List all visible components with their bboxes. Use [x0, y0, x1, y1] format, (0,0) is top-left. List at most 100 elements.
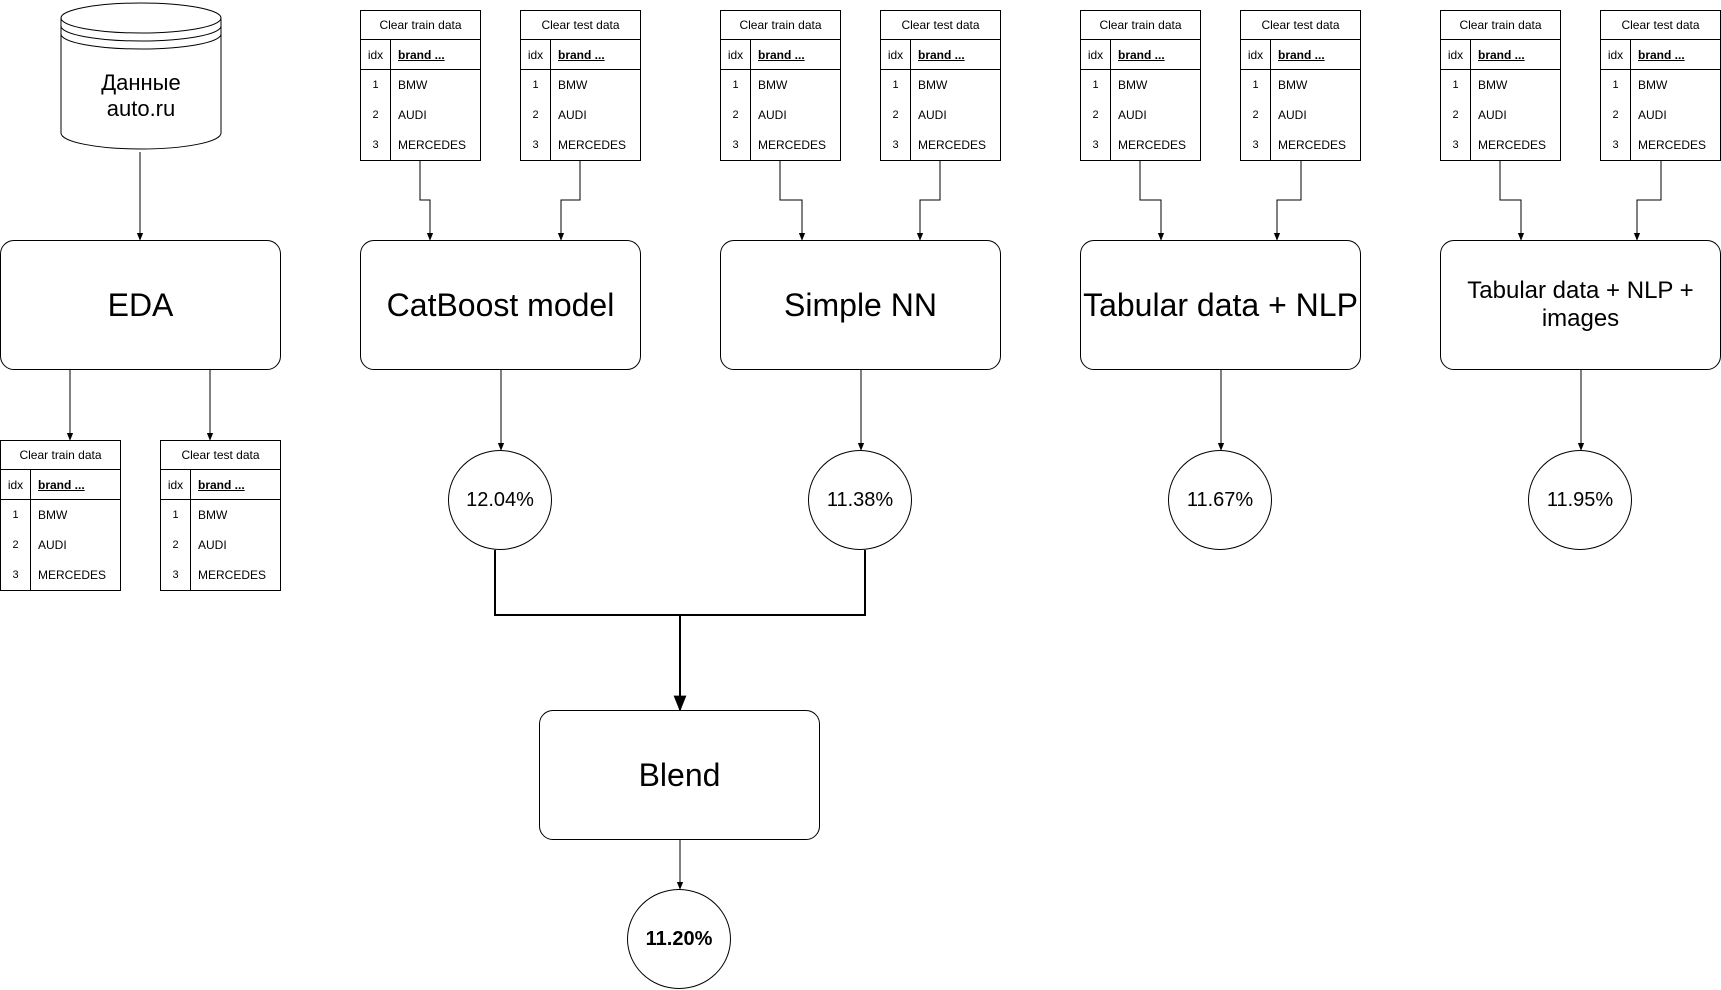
arrow-train-to-tabnlpimg	[1499, 160, 1525, 241]
table-cell-idx: 2	[892, 109, 899, 121]
idx-column: 1 2 3	[1241, 70, 1271, 160]
table-cell-brand: MERCEDES	[558, 138, 627, 152]
nn-train-table: Clear train data idx brand ... 1 2 3 BMW…	[720, 10, 841, 161]
table-body: 1 2 3 BMW AUDI MERCEDES	[521, 70, 640, 160]
table-cell-idx: 3	[372, 139, 379, 151]
table-cell-brand: AUDI	[558, 108, 587, 122]
catboost-test-table: Clear test data idx brand ... 1 2 3 BMW …	[520, 10, 641, 161]
table-cell-brand: BMW	[918, 78, 948, 92]
tabnlpimg-test-table: Clear test data idx brand ... 1 2 3 BMW …	[1600, 10, 1721, 161]
table-cell-brand: BMW	[1638, 78, 1668, 92]
table-title: Clear test data	[521, 11, 640, 40]
idx-column: 1 2 3	[361, 70, 391, 160]
arrow-test-to-tabnlp	[1273, 160, 1302, 241]
table-cell-brand: AUDI	[198, 538, 227, 552]
nn-test-table: Clear test data idx brand ... 1 2 3 BMW …	[880, 10, 1001, 161]
header-idx: idx	[721, 40, 751, 69]
table-cell-brand: BMW	[398, 78, 428, 92]
table-cell-brand: BMW	[758, 78, 788, 92]
table-cell-idx: 2	[372, 109, 379, 121]
header-brand: brand ...	[398, 47, 445, 62]
datasource-label-line2: auto.ru	[106, 96, 176, 122]
table-title: Clear train data	[721, 11, 840, 40]
catboost-model-box[interactable]: CatBoost model	[360, 240, 641, 370]
header-idx: idx	[1441, 40, 1471, 69]
eda-box[interactable]: EDA	[0, 240, 281, 370]
table-cell-idx: 3	[172, 569, 179, 581]
datasource-database: Данные auto.ru	[0, 0, 282, 152]
brand-column: BMW AUDI MERCEDES	[551, 70, 640, 160]
table-cell-idx: 1	[372, 79, 379, 91]
table-cell-idx: 2	[1252, 109, 1259, 121]
table-cell-idx: 3	[12, 569, 19, 581]
tabular-nlp-images-box[interactable]: Tabular data + NLP + images	[1440, 240, 1721, 370]
tabnlp-train-table: Clear train data idx brand ... 1 2 3 BMW…	[1080, 10, 1201, 161]
arrow-test-to-tabnlpimg	[1633, 160, 1662, 241]
table-cell-brand: MERCEDES	[1118, 138, 1187, 152]
table-cell-idx: 1	[1252, 79, 1259, 91]
table-cell-idx: 3	[1452, 139, 1459, 151]
table-cell-brand: AUDI	[758, 108, 787, 122]
table-cell-idx: 3	[532, 139, 539, 151]
idx-column: 1 2 3	[1081, 70, 1111, 160]
table-cell-idx: 1	[1452, 79, 1459, 91]
simple-nn-box[interactable]: Simple NN	[720, 240, 1001, 370]
tabular-nlp-box[interactable]: Tabular data + NLP	[1080, 240, 1361, 370]
table-cell-idx: 3	[1252, 139, 1259, 151]
table-cell-brand: AUDI	[1118, 108, 1147, 122]
header-brand: brand ...	[1638, 47, 1685, 62]
brand-column: BMW AUDI MERCEDES	[751, 70, 840, 160]
header-brand: brand ...	[1478, 47, 1525, 62]
table-cell-brand: MERCEDES	[1638, 138, 1707, 152]
brand-column: BMW AUDI MERCEDES	[1471, 70, 1560, 160]
arrow-test-to-catboost	[557, 160, 581, 241]
brand-column: BMW AUDI MERCEDES	[31, 500, 120, 590]
table-body: 1 2 3 BMW AUDI MERCEDES	[1441, 70, 1560, 160]
table-body: 1 2 3 BMW AUDI MERCEDES	[1081, 70, 1200, 160]
header-brand: brand ...	[198, 477, 245, 492]
table-header: idx brand ...	[721, 40, 840, 70]
idx-column: 1 2 3	[1, 500, 31, 590]
catboost-score: 12.04%	[448, 450, 552, 550]
table-cell-idx: 1	[892, 79, 899, 91]
table-body: 1 2 3 BMW AUDI MERCEDES	[721, 70, 840, 160]
idx-column: 1 2 3	[881, 70, 911, 160]
blend-box[interactable]: Blend	[539, 710, 820, 840]
simple-nn-score: 11.38%	[808, 450, 912, 550]
datasource-label-line1: Данные	[101, 70, 181, 95]
tabular-nlp-score: 11.67%	[1168, 450, 1272, 550]
table-cell-brand: BMW	[198, 508, 228, 522]
table-cell-brand: BMW	[1278, 78, 1308, 92]
table-title: Clear train data	[1, 441, 120, 470]
table-cell-idx: 2	[532, 109, 539, 121]
brand-column: BMW AUDI MERCEDES	[1631, 70, 1720, 160]
brand-column: BMW AUDI MERCEDES	[191, 500, 280, 590]
table-cell-idx: 1	[12, 509, 19, 521]
table-body: 1 2 3 BMW AUDI MERCEDES	[361, 70, 480, 160]
table-cell-brand: BMW	[38, 508, 68, 522]
table-cell-idx: 1	[1612, 79, 1619, 91]
brand-column: BMW AUDI MERCEDES	[391, 70, 480, 160]
table-body: 1 2 3 BMW AUDI MERCEDES	[881, 70, 1000, 160]
table-body: 1 2 3 BMW AUDI MERCEDES	[1601, 70, 1720, 160]
header-brand: brand ...	[1118, 47, 1165, 62]
brand-column: BMW AUDI MERCEDES	[1111, 70, 1200, 160]
table-cell-idx: 3	[732, 139, 739, 151]
blend-score: 11.20%	[627, 889, 731, 989]
table-header: idx brand ...	[1241, 40, 1360, 70]
table-header: idx brand ...	[161, 470, 280, 500]
table-cell-brand: BMW	[558, 78, 588, 92]
table-body: 1 2 3 BMW AUDI MERCEDES	[161, 500, 280, 590]
table-cell-brand: AUDI	[38, 538, 67, 552]
table-title: Clear train data	[361, 11, 480, 40]
idx-column: 1 2 3	[1441, 70, 1471, 160]
table-cell-idx: 1	[732, 79, 739, 91]
table-cell-idx: 3	[1092, 139, 1099, 151]
eda-test-table: Clear test data idx brand ... 1 2 3 BMW …	[160, 440, 281, 591]
connector-scores-to-blend	[494, 550, 866, 616]
header-idx: idx	[1241, 40, 1271, 69]
table-body: 1 2 3 BMW AUDI MERCEDES	[1241, 70, 1360, 160]
table-cell-idx: 1	[172, 509, 179, 521]
table-cell-brand: MERCEDES	[758, 138, 827, 152]
